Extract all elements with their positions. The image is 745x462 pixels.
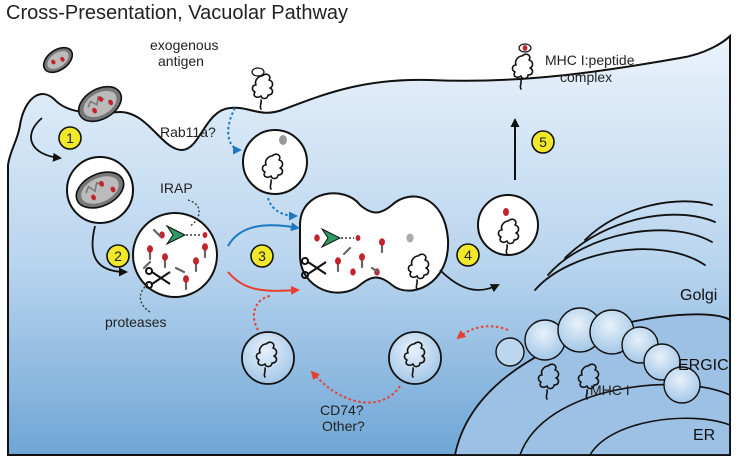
surface-mhc-peptide-complex <box>511 43 534 90</box>
recycling-endosome <box>242 129 308 195</box>
step-5-label: 5 <box>539 134 547 150</box>
label-er: ER <box>693 427 715 444</box>
step-4-label: 4 <box>464 247 472 263</box>
phagosome <box>66 156 134 224</box>
step-badge-2: 2 <box>106 244 130 268</box>
label-irap: IRAP <box>160 180 193 196</box>
figure-title: Cross-Presentation, Vacuolar Pathway <box>6 2 349 24</box>
exogenous-antigen-large <box>77 85 123 123</box>
label-ergic: ERGIC <box>678 357 729 374</box>
step-1-label: 1 <box>66 130 74 146</box>
mhc-peptide-vesicle <box>477 194 539 256</box>
label-antigen: antigen <box>158 53 204 69</box>
step-badge-1: 1 <box>58 126 82 150</box>
rab11a-arrow <box>227 107 242 155</box>
step-badge-4: 4 <box>456 243 480 267</box>
surface-mhc-squiggle <box>251 67 274 110</box>
golgi-cisternae <box>534 200 716 291</box>
red-arrow-er-to-vesicle <box>456 325 509 340</box>
label-rab11a: Rab11a? <box>160 124 216 140</box>
exogenous-antigen-small <box>42 46 74 74</box>
label-proteases: proteases <box>105 314 166 330</box>
step-3-label: 3 <box>258 248 266 264</box>
label-other: Other? <box>322 418 365 434</box>
irap-leader <box>187 199 200 227</box>
step-badge-3: 3 <box>250 244 274 268</box>
step-badge-5: 5 <box>531 130 555 154</box>
label-exogenous: exogenous <box>150 37 219 53</box>
er-derived-vesicle-left <box>241 331 295 385</box>
phagolysosome <box>132 212 218 298</box>
label-golgi: Golgi <box>680 287 717 304</box>
fused-compartment <box>299 192 450 294</box>
arrow-fusion-to-step4 <box>439 269 500 293</box>
er-derived-vesicle-right <box>388 331 442 385</box>
red-arrow-to-fusion <box>227 271 300 295</box>
arrow-uptake <box>30 117 62 162</box>
label-mhc-i: MHC I <box>590 382 630 398</box>
label-mhc-peptide-line2: complex <box>560 69 612 85</box>
label-cd74: CD74? <box>320 402 364 418</box>
step-2-label: 2 <box>114 248 122 264</box>
ergic-vesicles <box>495 307 701 404</box>
arrow-to-step2 <box>91 225 128 277</box>
label-mhc-peptide-line1: MHC I:peptide <box>545 52 635 68</box>
blue-arrow-to-fusion <box>227 222 300 247</box>
